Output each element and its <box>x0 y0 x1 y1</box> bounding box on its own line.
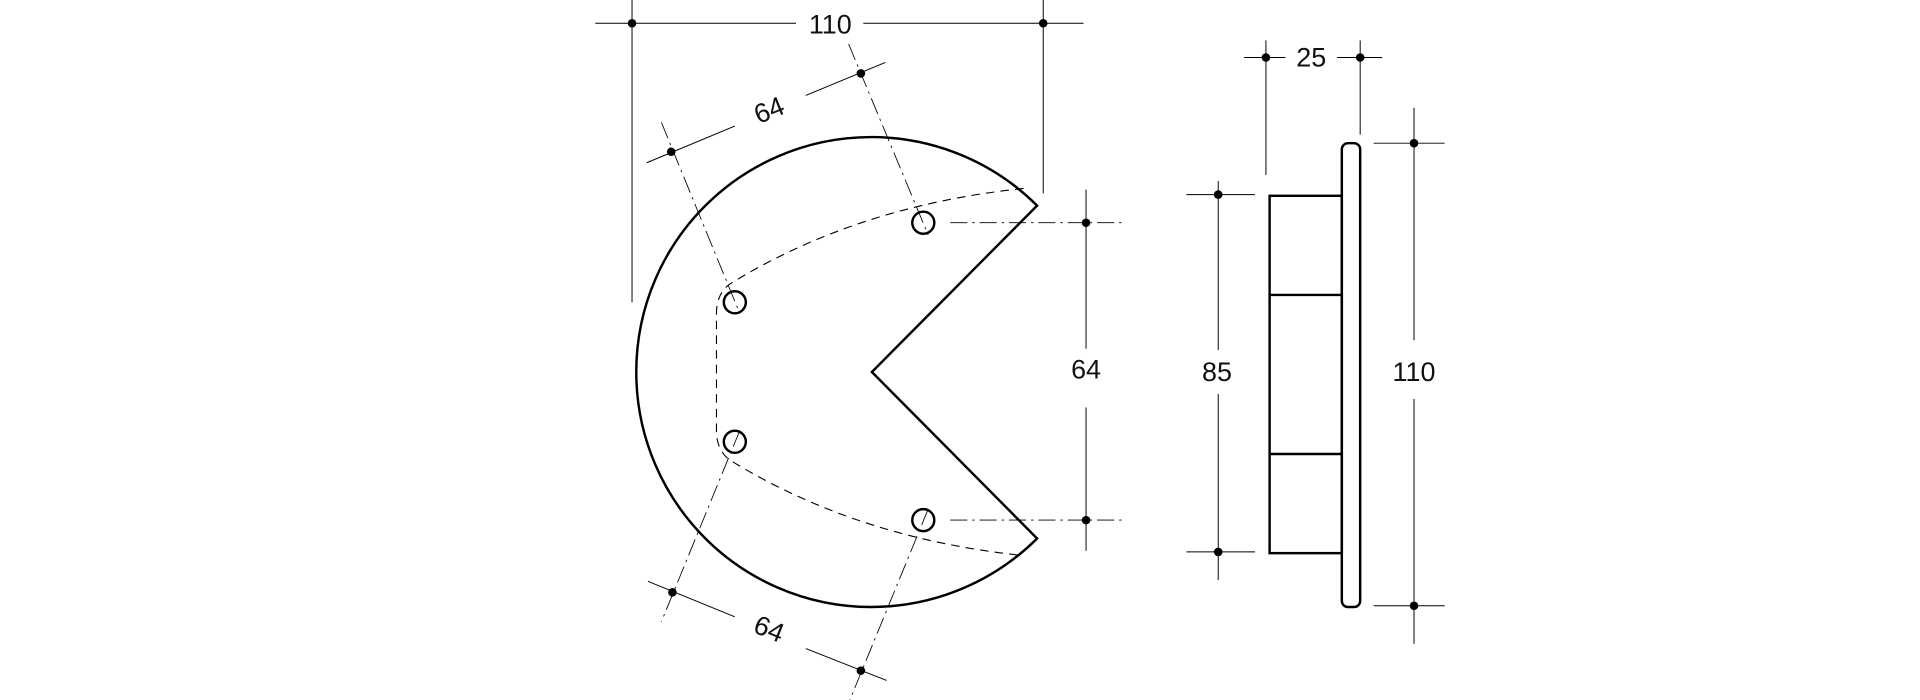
dimension-overall-height: 110 <box>1373 107 1445 644</box>
front-view: 110 64 64 64 <box>595 0 1123 700</box>
mounting-base <box>1268 194 1344 555</box>
dimension-base-height: 85 <box>1186 181 1255 581</box>
dimension-label: 25 <box>1296 43 1326 73</box>
mounting-hole <box>911 507 936 533</box>
dimension-depth: 25 <box>1243 40 1383 175</box>
dimension-lower-diagonal: 64 <box>647 580 887 681</box>
dimension-label: 110 <box>809 9 852 39</box>
centerline <box>661 430 741 622</box>
mounting-hole <box>722 429 748 455</box>
dimension-overall-width: 110 <box>595 0 1084 303</box>
mounting-hole <box>911 210 936 235</box>
centerline <box>849 508 929 700</box>
dimension-label: 85 <box>1202 357 1232 387</box>
plate-flange <box>1340 141 1362 609</box>
dimension-label: 110 <box>1393 357 1436 387</box>
hidden-mounting-outline <box>715 187 1024 557</box>
mounting-hole <box>722 290 748 315</box>
side-view: 25 85 110 <box>1186 40 1445 644</box>
dimension-label: 64 <box>1071 355 1101 385</box>
dimension-label: 64 <box>750 91 789 130</box>
dimension-label: 64 <box>750 610 789 649</box>
dimension-vertical-hole-spacing: 64 <box>1071 189 1101 551</box>
dimension-upper-diagonal: 64 <box>646 61 886 164</box>
